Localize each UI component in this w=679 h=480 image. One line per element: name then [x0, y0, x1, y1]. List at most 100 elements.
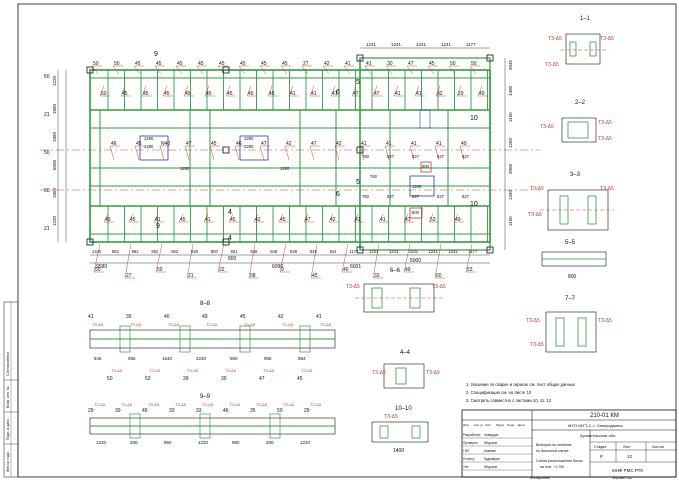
s9-weld: ТЗ-Δ5 [175, 402, 187, 407]
s8-mark: 49 [202, 314, 208, 320]
section-cut-mark: 4 [228, 209, 232, 216]
leader-line [353, 213, 359, 223]
svg-text:ТЗ-Δ5: ТЗ-Δ5 [384, 414, 398, 420]
mark-inner-mid: 46 [111, 141, 117, 147]
tb-name: Чевардин [484, 433, 499, 437]
mark-inner-top: 50 [101, 91, 107, 97]
side-stamp: Согласовано Инв.№ подл. Подп. и дата Вза… [3, 301, 19, 478]
svg-text:ТЗ-Δ5: ТЗ-Δ5 [600, 36, 614, 42]
dim-right: 2045 [508, 59, 513, 70]
mark-bottom: 53 [467, 267, 473, 273]
note-3: 3. Смотреть совместно с листами 10, 11, … [466, 398, 552, 403]
dim-left: 6600 [52, 159, 57, 170]
object-name: Архангельская обл. [580, 433, 616, 438]
leader-line [225, 85, 231, 97]
leader-line [91, 65, 99, 75]
mark-top: 50 [114, 61, 120, 67]
s8-dim: 884 [298, 356, 306, 361]
s9-mark: 50 [277, 408, 283, 414]
s8-mark: 41 [88, 314, 94, 320]
column [486, 246, 494, 254]
leader-line [288, 85, 294, 97]
section-cut-mark: 10 [470, 115, 478, 122]
dim-bottom-1: 848 [250, 249, 258, 254]
dim-mid: 827 [437, 154, 445, 159]
sheet-border [17, 3, 677, 478]
mark-bottom: 9 [281, 267, 284, 273]
s8-beam [299, 325, 311, 353]
column [356, 54, 364, 62]
mark-inner-low: 41 [155, 217, 161, 223]
mark-top: 45 [282, 61, 288, 67]
s8-dim: 960 [230, 356, 238, 361]
s8-weld: ТЗ-Δ5 [301, 368, 313, 373]
section-title-5-5: 5–5 [565, 240, 576, 246]
mark-inner-low: 41 [405, 217, 411, 223]
mark-inner-low: 42 [330, 217, 336, 223]
mark-inner-low: 41 [355, 217, 361, 223]
s8-mark: 42 [278, 314, 284, 320]
s8-beam [239, 325, 251, 353]
mark-inner-low: 42 [255, 217, 261, 223]
mark-inner-mid: 45 [136, 141, 142, 147]
leader-line [99, 85, 105, 97]
copied-label: Копировал [530, 475, 551, 480]
mark-inner-top: 45 [269, 91, 275, 97]
mark-inner-mid: 41 [386, 141, 392, 147]
mark-inner-mid: 46 [236, 141, 242, 147]
leader-line [477, 85, 483, 97]
svg-text:ТЗ-Δ5: ТЗ-Δ5 [598, 120, 612, 126]
section-4-4: 4–4 ТЗ-Δ5 ТЗ-Δ5 [372, 350, 440, 389]
opening-size: 1280 [180, 166, 190, 171]
leader-line [409, 145, 415, 161]
mark-bottom: 60 [436, 273, 442, 279]
section-3-3: 3–3 ТЗ-Δ5 ТЗ-Δ5 ТЗ-Δ5 [528, 172, 614, 231]
leader-line [278, 213, 284, 223]
leader-line [378, 213, 384, 223]
leader-line [341, 243, 349, 273]
s8-weld: ТЗ-Δ5 [168, 322, 180, 327]
mark-top: 42 [324, 61, 330, 67]
leader-line [259, 145, 265, 161]
leader-line [178, 213, 184, 223]
dim-left: 1880 [52, 131, 57, 142]
s8-beam [119, 325, 131, 353]
dim-bottom-1: 862 [132, 249, 140, 254]
leader-line [309, 145, 315, 161]
svg-text:ТЗ-Δ5: ТЗ-Δ5 [530, 186, 544, 192]
s9-dim: 960 [232, 440, 240, 445]
mark-inner-mid: N40 [161, 141, 170, 147]
dim-bottom-2: 6090 [272, 264, 283, 270]
dim-bottom-2: 6001 [350, 264, 361, 270]
mark-inner-top: 45 [248, 91, 254, 97]
leader-line [372, 85, 378, 97]
dim-top: 1241 [441, 42, 452, 47]
leader-line [204, 85, 210, 97]
dimension-lines [57, 47, 506, 264]
title-line-2: по балочной клетке [536, 449, 569, 453]
leader-line [434, 145, 440, 161]
mark-inner-mid: 47 [311, 141, 317, 147]
mark-top: 47 [408, 61, 414, 67]
mark-inner-top: 45 [164, 91, 170, 97]
dim-left: 1860 [52, 103, 57, 114]
mark-inner-top: 45 [185, 91, 191, 97]
section-cut-mark: 4 [228, 235, 232, 242]
leader-line [428, 213, 434, 223]
s8-mark: 41 [316, 314, 322, 320]
dim-bottom-1: 848 [290, 249, 298, 254]
dim-bottom-1: 800 [211, 249, 219, 254]
stage-header: Стадия [594, 445, 606, 449]
leader-line [448, 65, 456, 75]
s8-weld: ТЗ-Δ5 [282, 322, 294, 327]
dim-mid: 827 [412, 194, 420, 199]
tb-header-cell: Дата [518, 423, 525, 427]
s9-weld: ТЗ-Δ5 [148, 402, 160, 407]
opening-size: 1280 [244, 136, 254, 141]
section-6-6: 6–6 ТЗ-Δ5 ТЗ-Δ5 [346, 268, 446, 313]
mark-top: 30 [387, 61, 393, 67]
s9-dim: 960 [164, 440, 172, 445]
section-title-9-9: 9–9 [200, 394, 211, 400]
